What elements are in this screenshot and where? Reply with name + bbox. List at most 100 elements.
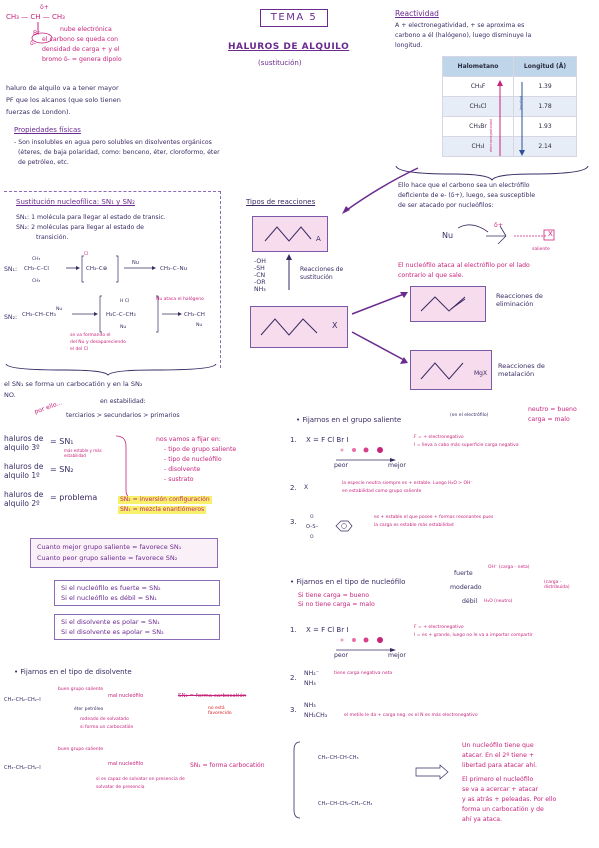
dis-sn1: SN₁ = forma carbocatión xyxy=(178,693,247,699)
peor-2: peor xyxy=(334,652,349,659)
svg-text:O–S–: O–S– xyxy=(306,524,319,530)
table-row: CH₃Cl 1.78 xyxy=(442,96,577,117)
rule-4: Si el nucleófilo es débil = SN₁ xyxy=(61,594,157,602)
sn2-note-4: el del Cl xyxy=(70,347,89,352)
sn1-mechanism: CH₃–C–Cl CH₃ CH₃ CH₃–C⊕ Nu CH₃–C–Nu xyxy=(24,255,187,284)
table-row: CH₃Br 1.93 xyxy=(442,116,577,137)
final-2: atacar. En el 2º tiene + xyxy=(462,752,535,759)
eq-problema: = problema xyxy=(50,493,98,502)
tema-title: TEMA 5 xyxy=(260,9,328,27)
saliente-title: • Fijarnos en el grupo saliente xyxy=(296,416,402,424)
dis-forma: si forma un carbocatión xyxy=(80,725,134,730)
arrow-label-electroneg: electronegatividad xyxy=(489,119,493,152)
table-cell: 1.93 xyxy=(513,116,577,137)
delta-label: δ+ xyxy=(494,222,503,229)
rule-6: Si el disolvente es apolar = SN₂ xyxy=(61,628,164,636)
h2o-note-2: en estabilidad como grupo saliente xyxy=(342,489,422,494)
svg-text:O: O xyxy=(310,514,314,520)
tosylate-structure: O–S– O O xyxy=(306,514,353,540)
dis-mal-nu: mal nucleófilo xyxy=(108,693,144,699)
rule-5: Si el disolvente es polar = SN₁ xyxy=(61,618,160,626)
sn2-note-2: se va formando el xyxy=(70,333,111,338)
rule-3: Si el nucleófilo es fuerte = SN₂ xyxy=(61,584,161,592)
rule-box-1: Cuanto mejor grupo saliente = favorece S… xyxy=(30,538,218,568)
h1-label: haluros de alquilo 1º xyxy=(4,462,44,480)
reactividad-line-3: longitud. xyxy=(395,42,423,49)
table-cell: 2.14 xyxy=(513,136,577,157)
up-arrow xyxy=(286,254,292,290)
svg-text:CH₃: CH₃ xyxy=(32,278,41,284)
tipos-title: Tipos de reacciones xyxy=(246,198,316,206)
svg-text:O: O xyxy=(310,534,314,540)
sn2-def-1: SN₂: 2 moléculas para llegar al estado d… xyxy=(16,224,144,231)
page-title: HALUROS DE ALQUILO xyxy=(228,42,350,52)
brace xyxy=(395,165,589,181)
note-nube: nube electrónica xyxy=(60,26,112,33)
sn2-note-3: del Nu y desapareciendo xyxy=(70,340,126,345)
nucleo-title: • Fijarnos en el tipo de nucleófilo xyxy=(290,578,406,586)
sn1-label: SN₁: xyxy=(4,266,18,273)
product-meta-box xyxy=(410,350,492,390)
inv-label: SN₂ = inversión configuración xyxy=(118,496,212,504)
col-header-longitud: Longitud (Å) xyxy=(513,56,577,77)
final-bracket xyxy=(293,741,301,819)
f-note-1: F = + electronegativo xyxy=(414,435,464,440)
h2o-neutro: H₂O (neutro) xyxy=(484,599,513,604)
arrow-to-electrofilo xyxy=(342,167,419,214)
bracket xyxy=(115,435,139,501)
item-3: 3. xyxy=(290,518,297,526)
fijar-label: nos vamos a fijar en: xyxy=(156,436,221,443)
f-note-2: I = lleva a cabo más superficie carga ne… xyxy=(414,443,519,448)
props-title: Propiedades físicas xyxy=(14,126,81,134)
nu-label: Nu xyxy=(442,231,454,240)
halometano-table: Halometano Longitud (Å) CH₃F 1.39 CH₃Cl … xyxy=(442,56,577,157)
bullet-2: - tipo de nucleófilo xyxy=(164,456,222,463)
final-5: se va a acercar + atacar xyxy=(462,786,539,793)
sn1-def: SN₁: 1 molécula para llegar al estado de… xyxy=(16,214,166,221)
delta-minus: δ- xyxy=(30,40,37,47)
debil-label: débil xyxy=(462,598,478,605)
electrofilo-line-2: deficiente de e- (δ+), luego, sea suscep… xyxy=(398,192,536,199)
eq-sn2: = SN₂ xyxy=(50,465,74,474)
product-elim-box xyxy=(410,286,486,322)
arrow-to-elim xyxy=(351,292,408,315)
dis-rodeado-2: si es capaz de solvatar en presencia de xyxy=(96,777,185,782)
ch3nh2-label: NH₂CH₃ xyxy=(304,712,328,719)
table-row: CH₃I 2.14 xyxy=(442,136,577,157)
peor-1: peor xyxy=(334,462,349,469)
group-cn: -CN xyxy=(254,272,266,279)
page-subtitle: (sustitución) xyxy=(258,59,302,67)
props-line-2: (éteres, de baja polaridad, como: bencen… xyxy=(18,149,220,156)
svg-text:CH₃–CH–CH₃: CH₃–CH–CH₃ xyxy=(22,312,56,318)
ello-label: por ello... xyxy=(33,399,64,416)
nh3-label: NH₃ xyxy=(304,680,316,687)
si-tiene: Si tiene carga = bueno xyxy=(298,592,370,599)
halometano-table-wrap: Halometano Longitud (Å) CH₃F 1.39 CH₃Cl … xyxy=(442,56,577,157)
col-header-halometano: Halometano xyxy=(442,56,514,77)
peor-mejor-2 xyxy=(336,637,396,652)
meta-label: Reacciones de metalación xyxy=(498,362,545,378)
dis-chain: CH₃–CH₂–CH₂–I xyxy=(4,697,41,703)
item-n2: 2. xyxy=(290,674,297,682)
final-7: forma un carbocatión y de xyxy=(462,806,544,813)
saliente-label: saliente xyxy=(532,247,550,252)
cl-note: Cl xyxy=(84,252,89,257)
bullet-3: - disolvente xyxy=(164,466,201,473)
svg-text:H₃C–C–CH₃: H₃C–C–CH₃ xyxy=(106,312,136,318)
rule-2: Cuanto peor grupo saliente = favorece SN… xyxy=(37,554,178,562)
fuerte-label: fuerte xyxy=(454,570,473,577)
neutro-label: neutro = bueno xyxy=(528,406,577,413)
rule-1: Cuanto mejor grupo saliente = favorece S… xyxy=(37,543,182,551)
para-line-2: PF que los alcanos (que solo tienen xyxy=(6,96,121,104)
elim-label: Reacciones de eliminación xyxy=(496,292,543,308)
final-3: libertad para atacar ahí. xyxy=(462,762,537,769)
nh2-label: NH₂⁻ xyxy=(304,670,320,677)
nh3-label-b: NH₃ xyxy=(304,702,316,709)
dis-bueno-2: buen grupo saliente xyxy=(58,747,104,752)
note-densidad: densidad de carga + y el xyxy=(42,46,120,53)
formula: CH₃ — CH — CH₃ xyxy=(6,13,65,21)
nh2-note: tiene carga negativa neta xyxy=(334,671,393,676)
product-a: A xyxy=(316,235,321,243)
mejor-2: mejor xyxy=(388,652,406,659)
dipole-sketch xyxy=(31,22,53,44)
